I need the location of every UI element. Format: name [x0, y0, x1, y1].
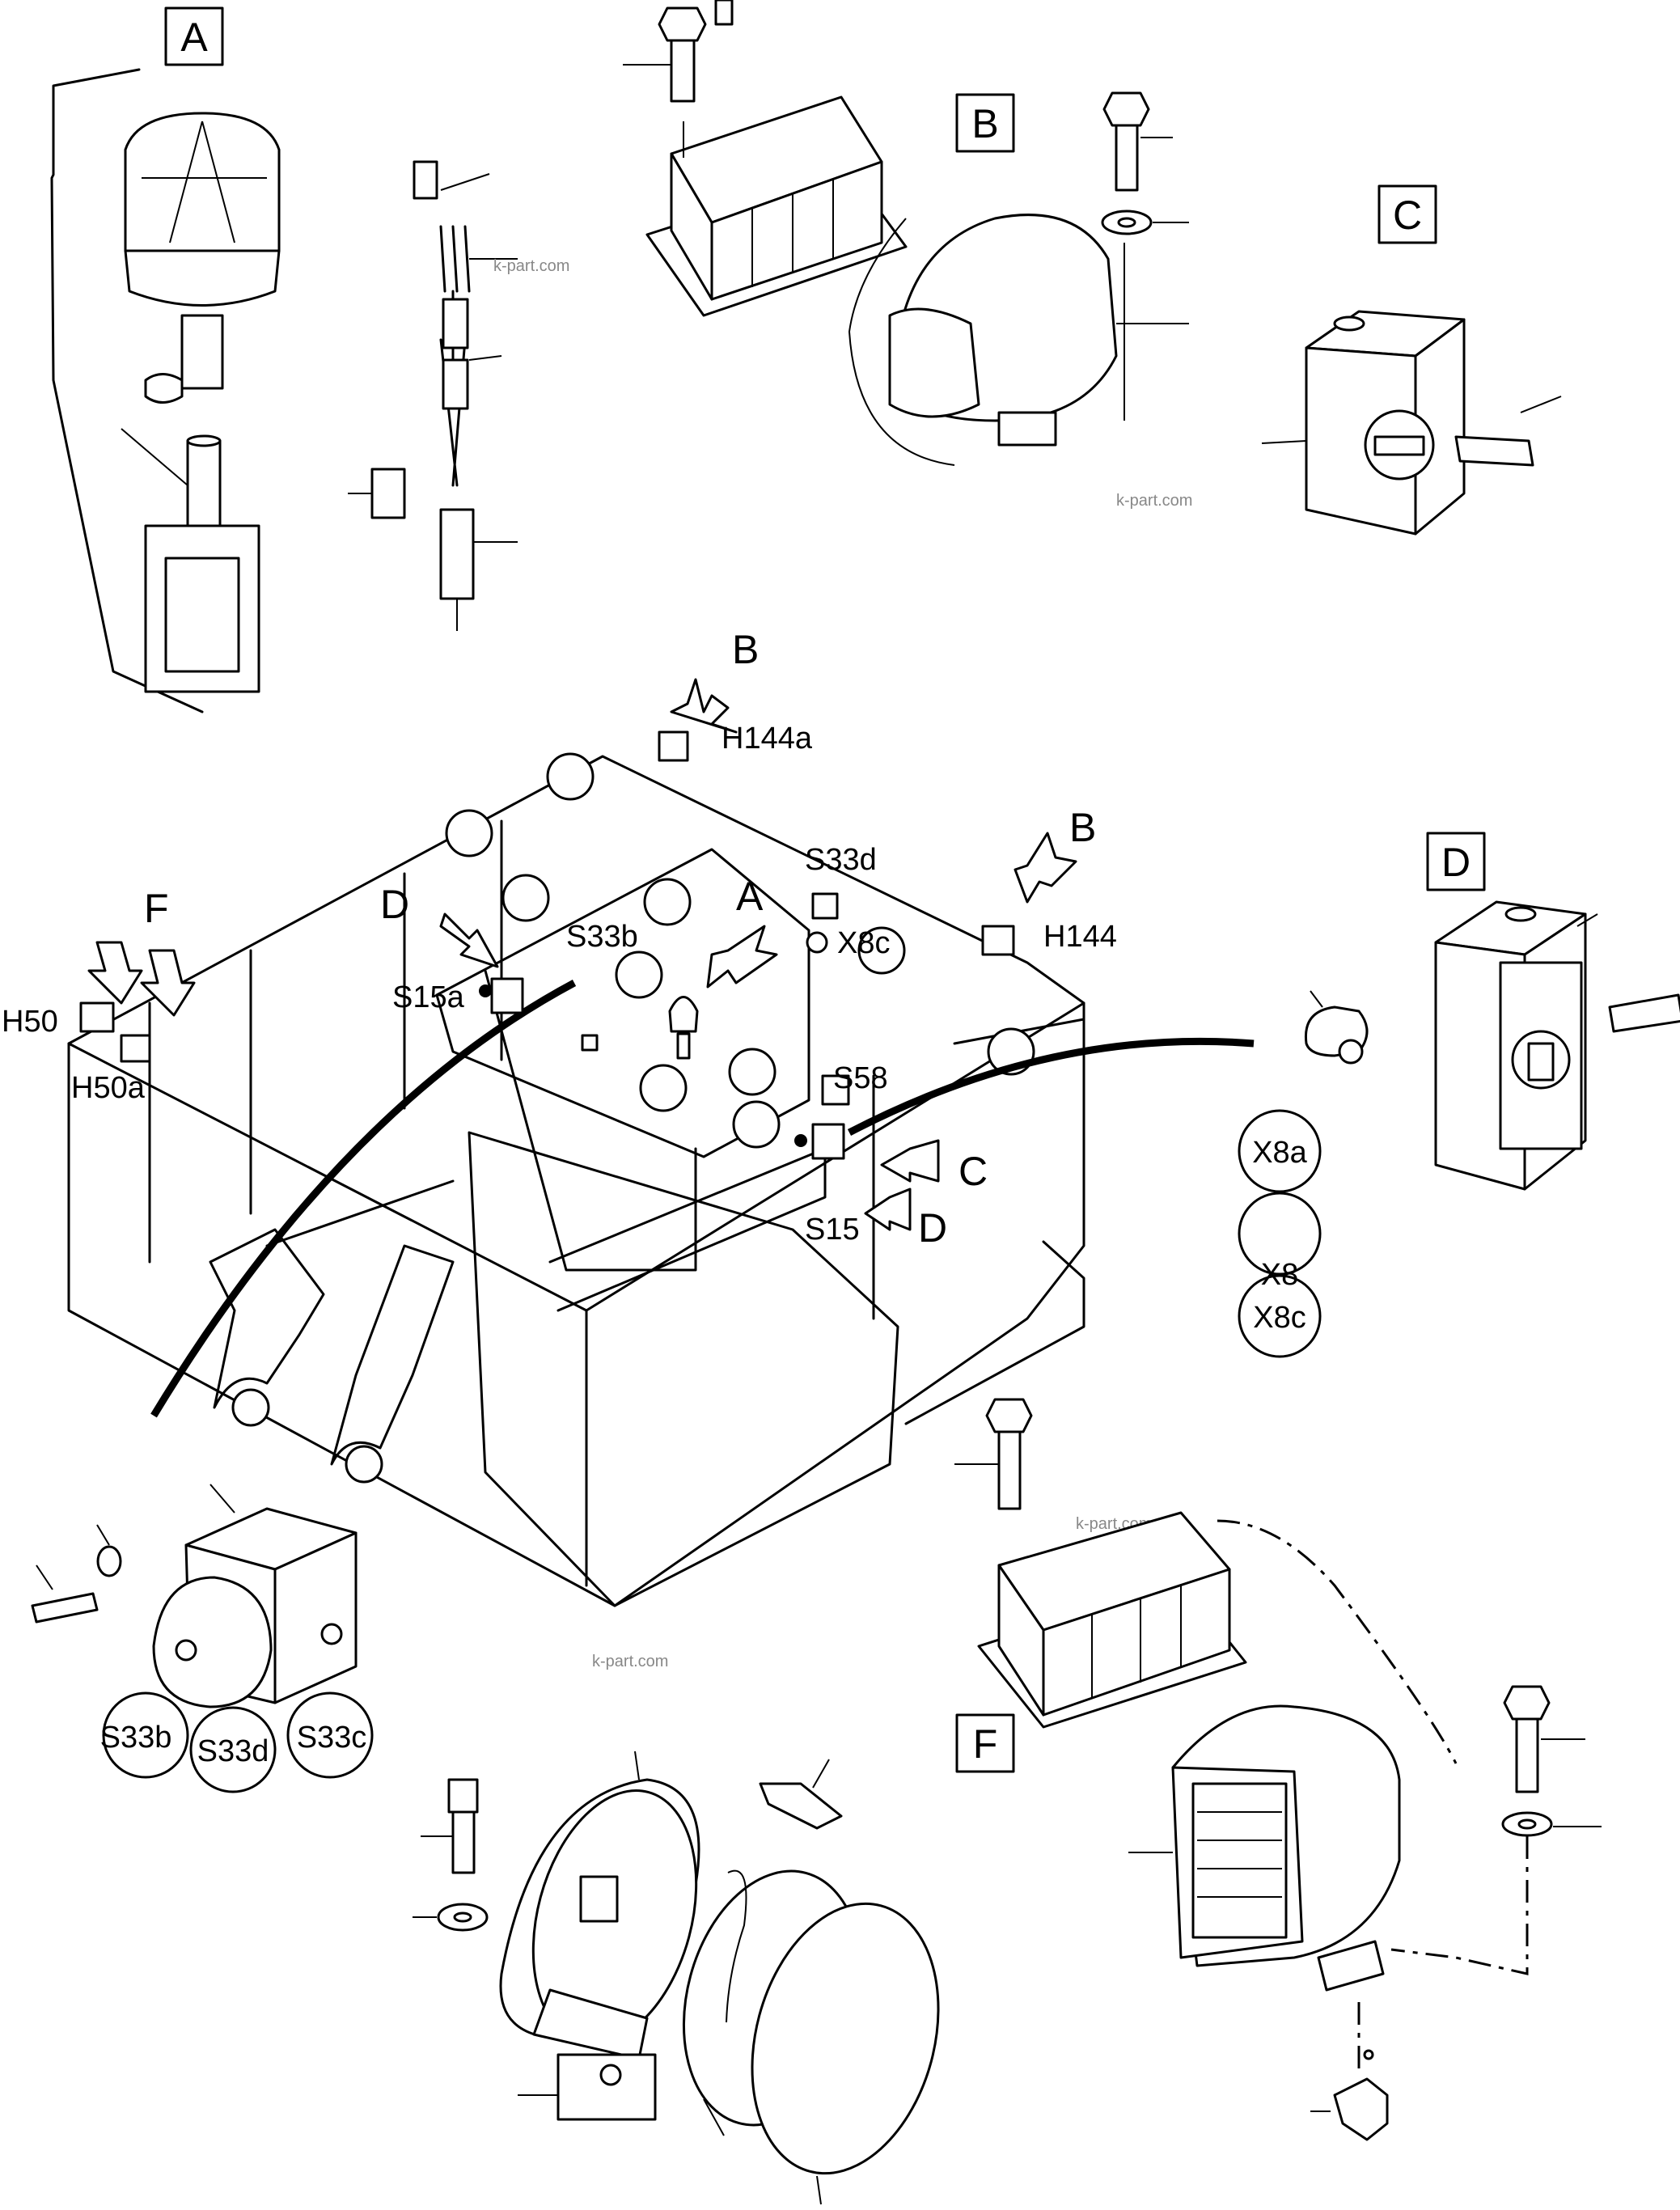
- label-x8c: X8c: [837, 926, 890, 960]
- label-h144: H144: [1043, 920, 1117, 954]
- view-b-horn: B k-part.com: [623, 6, 1192, 510]
- work-light-group: [413, 0, 940, 2205]
- s33-switch-group: S33b S33d S33c k-part.com: [31, 1484, 668, 1793]
- circle-s33c: [286, 1691, 374, 1779]
- fuse-holder-icon: [439, 508, 475, 600]
- circle-s33b: [102, 1691, 189, 1779]
- connector-plug-icon: [413, 160, 438, 200]
- x8-connector-group: X8a X8 X8c: [1238, 990, 1369, 1358]
- watermark-1: k-part.com: [1116, 492, 1192, 510]
- circle-x8c: [1238, 1274, 1322, 1358]
- view-b-letter: B: [971, 101, 998, 146]
- svg-text:S33c: S33c: [297, 1721, 367, 1755]
- label-s33d: S33d: [805, 843, 877, 877]
- view-c-letter: C: [1393, 193, 1422, 238]
- label-h144a: H144a: [722, 722, 813, 756]
- svg-text:X8: X8: [1261, 1258, 1298, 1292]
- view-f-letter: F: [973, 1721, 998, 1767]
- wiring-harness: [348, 160, 518, 631]
- beacon-dome-icon: [124, 112, 281, 252]
- view-a-box: [164, 6, 224, 66]
- socket-icon: [370, 468, 406, 519]
- label-h50a: H50a: [71, 1071, 146, 1105]
- arrow-d1: D: [380, 882, 409, 927]
- label-s58: S58: [833, 1061, 888, 1095]
- circle-x8: [1238, 1192, 1322, 1276]
- circle-x8a: [1238, 1109, 1322, 1193]
- circle-s33d: [189, 1706, 277, 1793]
- arrow-d2: D: [918, 1205, 947, 1251]
- arrow-c: C: [958, 1149, 988, 1194]
- svg-text:X8c: X8c: [1253, 1301, 1305, 1335]
- svg-text:S33b: S33b: [100, 1721, 172, 1755]
- view-a-beacon: A: [50, 6, 281, 713]
- label-s15a: S15a: [392, 980, 465, 1014]
- arrow-b2: B: [1069, 805, 1096, 850]
- svg-text:S33d: S33d: [197, 1734, 269, 1768]
- view-f-horn: k-part.com F: [954, 1398, 1602, 2141]
- cab-structure: B H144a B S33d H144 X8c A S33b D S15a F …: [2, 627, 1255, 1607]
- arrow-f: F: [144, 886, 169, 931]
- label-s33b: S33b: [566, 920, 638, 954]
- label-h50: H50: [2, 1005, 58, 1039]
- view-a-letter: A: [180, 15, 208, 60]
- watermark-4: k-part.com: [493, 257, 569, 275]
- svg-text:X8a: X8a: [1252, 1136, 1307, 1170]
- arrow-b1: B: [732, 627, 759, 672]
- label-s15: S15: [805, 1213, 860, 1247]
- arrow-a: A: [736, 874, 764, 919]
- view-c-switch: C: [1261, 184, 1562, 536]
- view-d-switch: D: [1426, 832, 1680, 1191]
- view-d-letter: D: [1441, 840, 1471, 885]
- watermark-2: k-part.com: [592, 1653, 668, 1670]
